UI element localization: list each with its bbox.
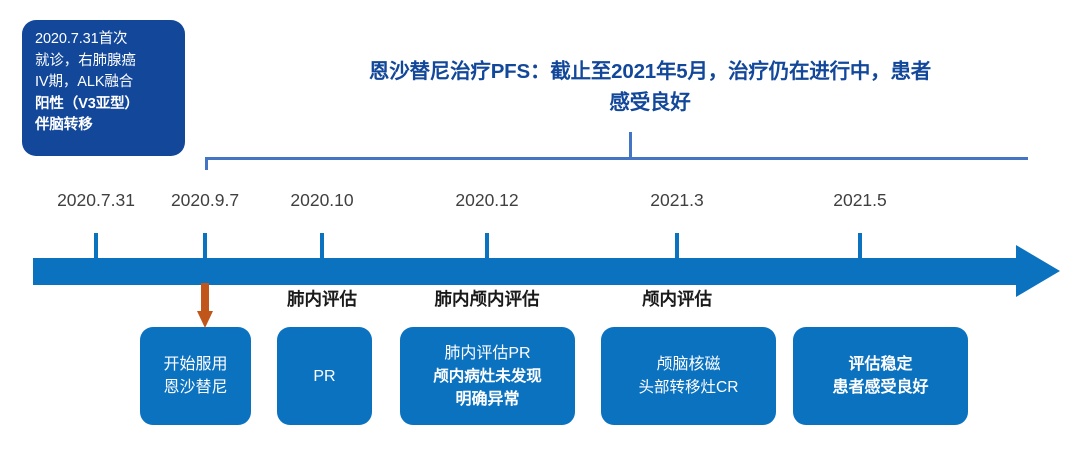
timeline-date-label: 2020.12 [455,190,519,210]
event-box-line: 明确异常 [455,390,520,408]
diagnosis-line: IV期，ALK融合 [35,74,134,90]
timeline-tick [675,233,679,260]
page-title-line1: 恩沙替尼治疗PFS：截止至2021年5月，治疗仍在进行中，患者 [368,60,932,83]
timeline-tick [485,233,489,260]
event-box-line: 头部转移灶CR [638,379,739,396]
event-box-line: 恩沙替尼 [163,379,228,396]
assessment-caption: 肺内颅内评估 [434,289,540,309]
timeline-tick [94,233,98,260]
timeline-date-label: 2020.10 [290,190,354,210]
event-box-line: PR [313,367,336,385]
event-box-start-treatment: 开始服用恩沙替尼 [140,327,251,425]
timeline-date-label: 2020.7.31 [57,190,135,210]
timeline-date-label: 2021.3 [650,190,704,210]
event-box-line: 患者感受良好 [832,379,929,396]
timeline-date-label: 2020.9.7 [170,190,240,210]
timeline-tick [203,233,207,260]
diagnosis-card: 2020.7.31首次就诊，右肺腺癌 IV期，ALK融合阳性（V3亚型） 伴脑转移 [22,20,185,156]
timeline-tick [858,233,862,260]
event-box-line: 肺内评估PR [444,344,531,362]
timeline-tick [320,233,324,260]
diagnosis-line: 就诊，右肺腺癌 [35,52,136,69]
down-arrow-head [197,311,213,328]
event-box-line: 颅脑核磁 [656,356,721,373]
down-arrow-icon [197,283,213,328]
timeline-date-label: 2021.5 [833,190,887,210]
event-box-line: 评估稳定 [848,356,913,373]
diagnosis-line: 伴脑转移 [35,117,93,133]
diagnosis-line: 2020.7.31首次 [35,31,128,47]
pfs-bracket-left-tick [205,157,208,170]
page-title-line2: 感受良好 [609,91,691,114]
event-box-line: 开始服用 [163,356,228,373]
timeline-arrow-head-icon [1016,245,1060,297]
assessment-caption: 肺内评估 [287,289,357,309]
diagnosis-line: 阳性（V3亚型） [35,95,139,112]
timeline-axis-bar [33,258,1018,285]
event-box-pr-assessment: PR [277,327,372,425]
pfs-bracket-line [205,157,1028,160]
event-box-line: 颅内病灶未发现 [433,367,542,385]
down-arrow-shaft [201,283,209,312]
page-title: 恩沙替尼治疗PFS：截止至2021年5月，治疗仍在进行中，患者 感受良好 [250,56,1050,118]
pfs-bracket-stem [629,132,632,158]
assessment-caption: 颅内评估 [642,289,712,309]
event-box-brain-mri-cr: 颅脑核磁头部转移灶CR [601,327,776,425]
event-box-stable-assessment: 评估稳定患者感受良好 [793,327,968,425]
event-box-lung-brain-assessment: 肺内评估PR 颅内病灶未发现明确异常 [400,327,575,425]
